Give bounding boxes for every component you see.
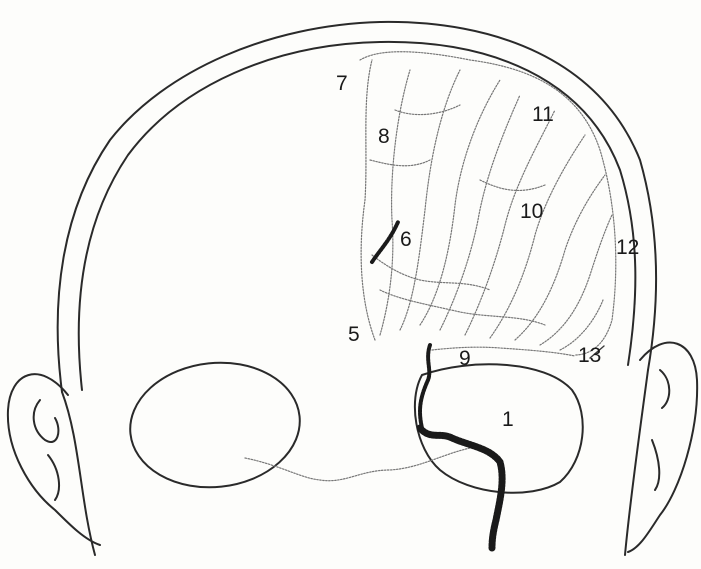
label-9: 9 — [459, 348, 471, 369]
dotted-facial-line — [245, 448, 470, 481]
label-7: 7 — [336, 73, 348, 94]
label-6: 6 — [400, 229, 412, 250]
carotid-siphon — [420, 345, 430, 428]
label-10: 10 — [520, 201, 543, 222]
label-11: 11 — [532, 104, 554, 125]
face-contour — [62, 370, 648, 555]
label-5: 5 — [348, 324, 360, 345]
segment-9-vessel — [432, 347, 575, 356]
label-12: 12 — [616, 237, 639, 258]
beaded-vessel-6 — [372, 222, 398, 262]
left-orbit — [124, 354, 306, 495]
label-1: 1 — [502, 409, 514, 430]
left-ear — [8, 374, 100, 545]
cerebral-vessel-network — [361, 60, 612, 350]
vessel-territory-outline — [360, 52, 616, 355]
label-8: 8 — [378, 126, 390, 147]
internal-carotid-artery — [420, 428, 502, 548]
label-13: 13 — [578, 345, 601, 366]
